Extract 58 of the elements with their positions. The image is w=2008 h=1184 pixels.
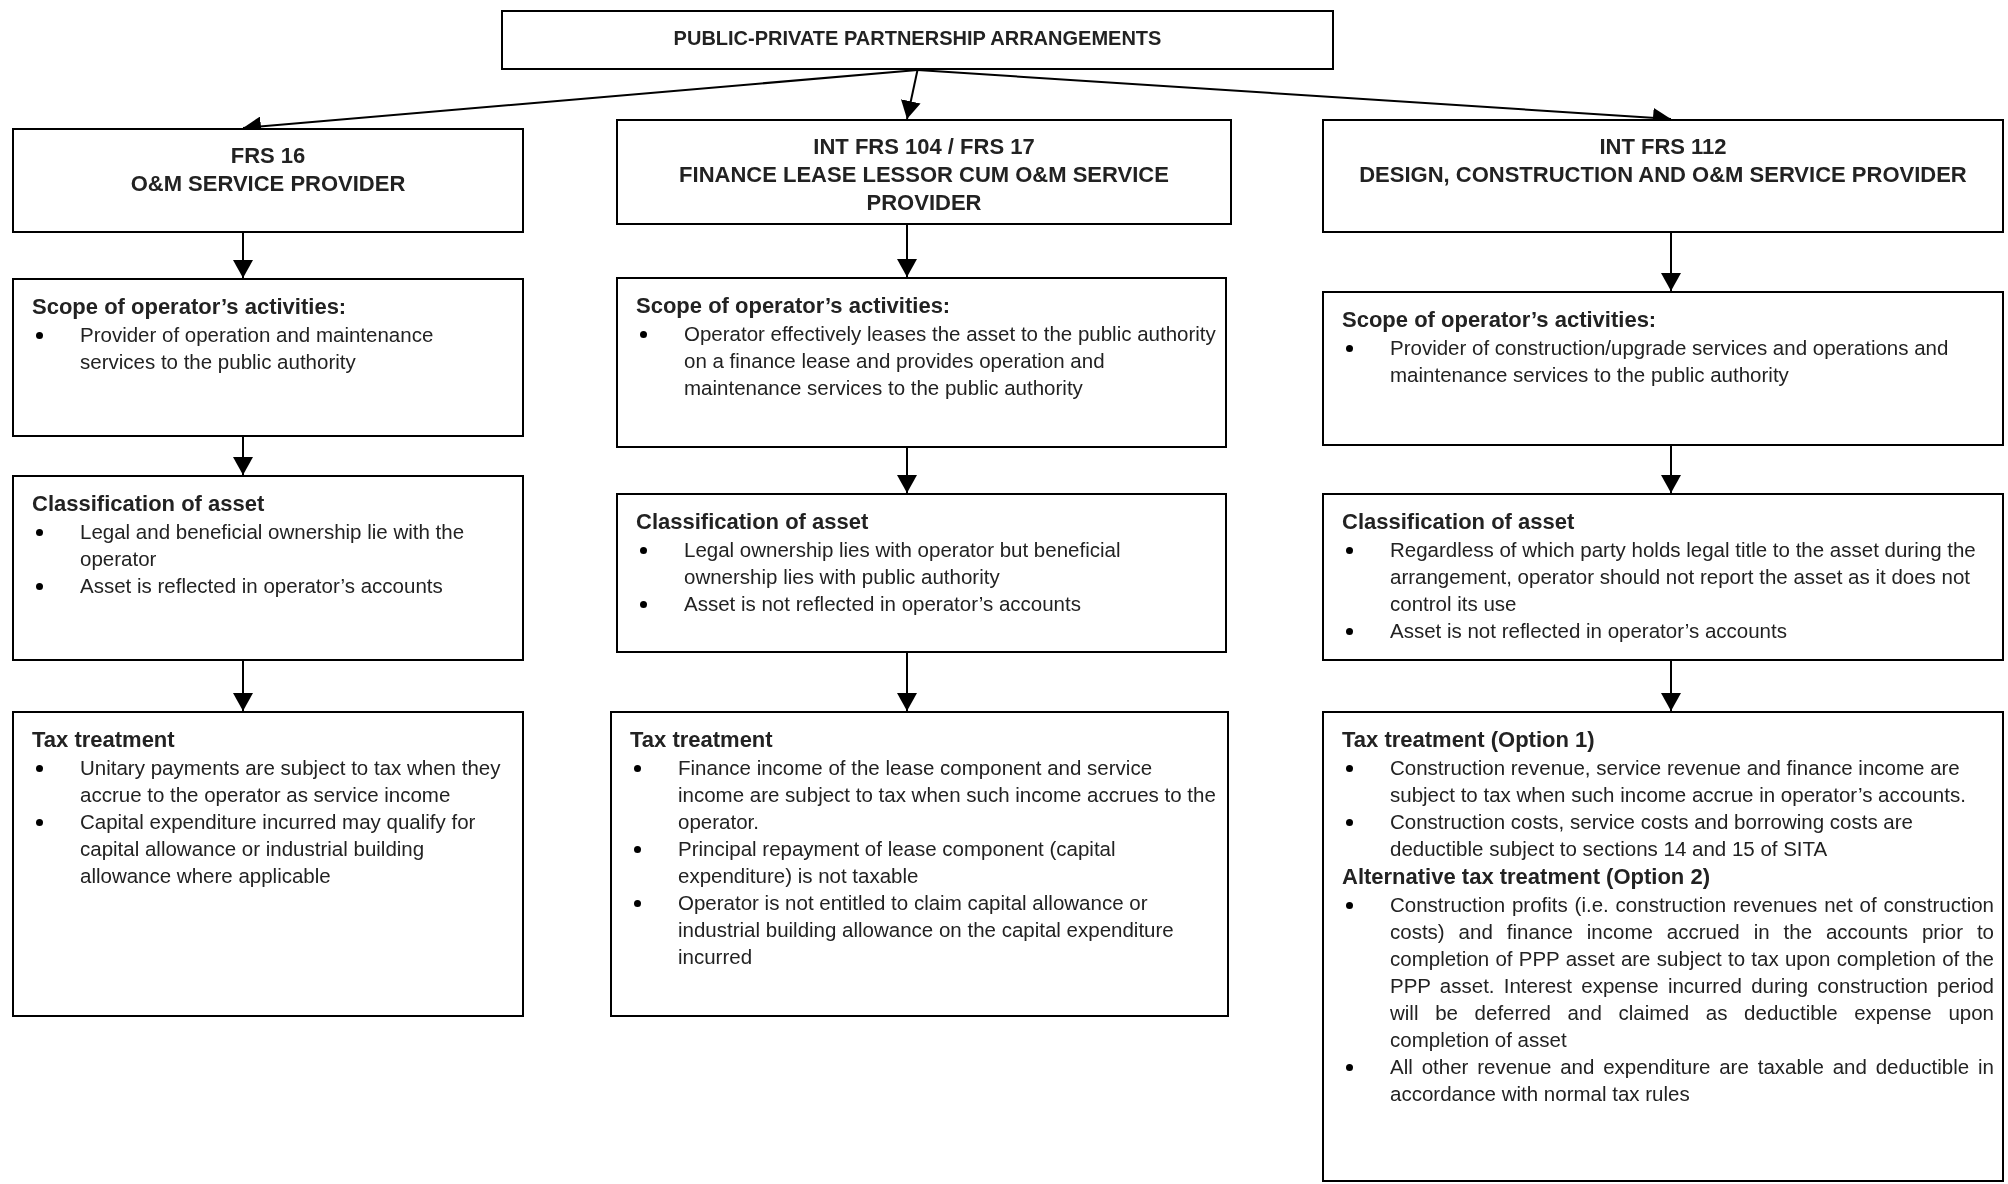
process-box xyxy=(1322,493,2004,661)
arrow xyxy=(897,447,917,494)
process-box xyxy=(1322,291,2004,446)
box-heading: O&M SERVICE PROVIDER xyxy=(129,170,407,198)
section-heading: Classification of asset xyxy=(636,508,870,536)
bullet-text: Provider of construction/upgrade services and operations and maintenance services to the public authority xyxy=(1390,335,1950,388)
section-heading: Scope of operator’s activities: xyxy=(636,292,952,320)
box-heading: FINANCE LEASE LESSOR CUM O&M SERVICE PROVIDER xyxy=(678,161,1170,217)
bullet-text: Principal repayment of lease component (capital expenditure) is not taxable xyxy=(678,836,1117,889)
process-box xyxy=(1322,119,2004,233)
bullet-text: Capital expenditure incurred may qualify for capital allowance or industrial building allowance where applicable xyxy=(80,809,477,889)
bullet-text: Construction costs, service costs and borrowing costs are deductible subject to sections 14 and 15 of SITA xyxy=(1390,809,1914,862)
section-heading: Classification of asset xyxy=(32,490,266,518)
process-box xyxy=(616,493,1227,653)
section-heading: Alternative tax treatment (Option 2) xyxy=(1342,863,1711,891)
bullet-text: All other revenue and expenditure are taxable and deductible in accordance with normal tax rules xyxy=(1390,1054,1994,1107)
arrow xyxy=(897,652,917,712)
arrow xyxy=(1661,445,1681,494)
process-box xyxy=(616,119,1232,225)
process-box xyxy=(616,277,1227,448)
section-heading: Scope of operator’s activities: xyxy=(32,293,348,321)
arrow xyxy=(1661,232,1681,292)
box-heading: INT FRS 112 xyxy=(1598,133,1728,161)
bullet-text: Unitary payments are subject to tax when they accrue to the operator as service income xyxy=(80,755,502,808)
bullet-text: Construction profits (i.e. construction revenues net of construction costs) and finance income accrued in the accounts prior to completion of PPP asset are subject to tax upon completion of the PPP asset. Interest expense incurred during construction period will be deferred and claimed as deductible expense upon completion of asset xyxy=(1390,892,1994,1053)
bullet-text: Legal and beneficial ownership lie with the operator xyxy=(80,519,466,572)
bullet-text: Provider of operation and maintenance services to the public authority xyxy=(80,322,435,375)
process-box xyxy=(1322,711,2004,1182)
bullet-text: Asset is not reflected in operator’s accounts xyxy=(1390,618,1787,644)
bullet-text: Asset is not reflected in operator’s accounts xyxy=(684,591,1081,617)
box-heading: FRS 16 xyxy=(229,142,307,170)
process-box xyxy=(610,711,1229,1017)
box-heading: PUBLIC-PRIVATE PARTNERSHIP ARRANGEMENTS xyxy=(672,26,1163,51)
arrow xyxy=(901,69,921,120)
section-heading: Tax treatment xyxy=(32,726,176,754)
arrow xyxy=(233,436,253,476)
arrow xyxy=(233,232,253,279)
bullet-text: Regardless of which party holds legal title to the asset during the arrangement, operator should not report the asset as it does not control its use xyxy=(1390,537,1977,617)
process-box xyxy=(12,711,524,1017)
box-heading: DESIGN, CONSTRUCTION AND O&M SERVICE PROVIDER xyxy=(1358,161,1968,189)
bullet-text: Legal ownership lies with operator but beneficial ownership lies with public authority xyxy=(684,537,1122,590)
arrow xyxy=(233,660,253,712)
section-heading: Classification of asset xyxy=(1342,508,1576,536)
bullet-text: Operator is not entitled to claim capital allowance or industrial building allowance on the capital expenditure incurred xyxy=(678,890,1175,970)
bullet-text: Operator effectively leases the asset to the public authority on a finance lease and provides operation and maintenance services to the public authority xyxy=(684,321,1217,401)
bullet-text: Construction revenue, service revenue and finance income are subject to tax when such income accrue in operator’s accounts. xyxy=(1390,755,1967,808)
process-box xyxy=(12,475,524,661)
process-box xyxy=(501,10,1334,70)
bullet-text: Asset is reflected in operator’s accounts xyxy=(80,573,443,599)
arrow xyxy=(1661,660,1681,712)
process-box xyxy=(12,278,524,437)
box-heading: INT FRS 104 / FRS 17 xyxy=(812,133,1036,161)
section-heading: Scope of operator’s activities: xyxy=(1342,306,1658,334)
section-heading: Tax treatment xyxy=(630,726,774,754)
process-box xyxy=(12,128,524,233)
arrow xyxy=(897,224,917,278)
bullet-text: Finance income of the lease component and service income are subject to tax when such income accrues to the operator. xyxy=(678,755,1217,835)
section-heading: Tax treatment (Option 1) xyxy=(1342,726,1596,754)
